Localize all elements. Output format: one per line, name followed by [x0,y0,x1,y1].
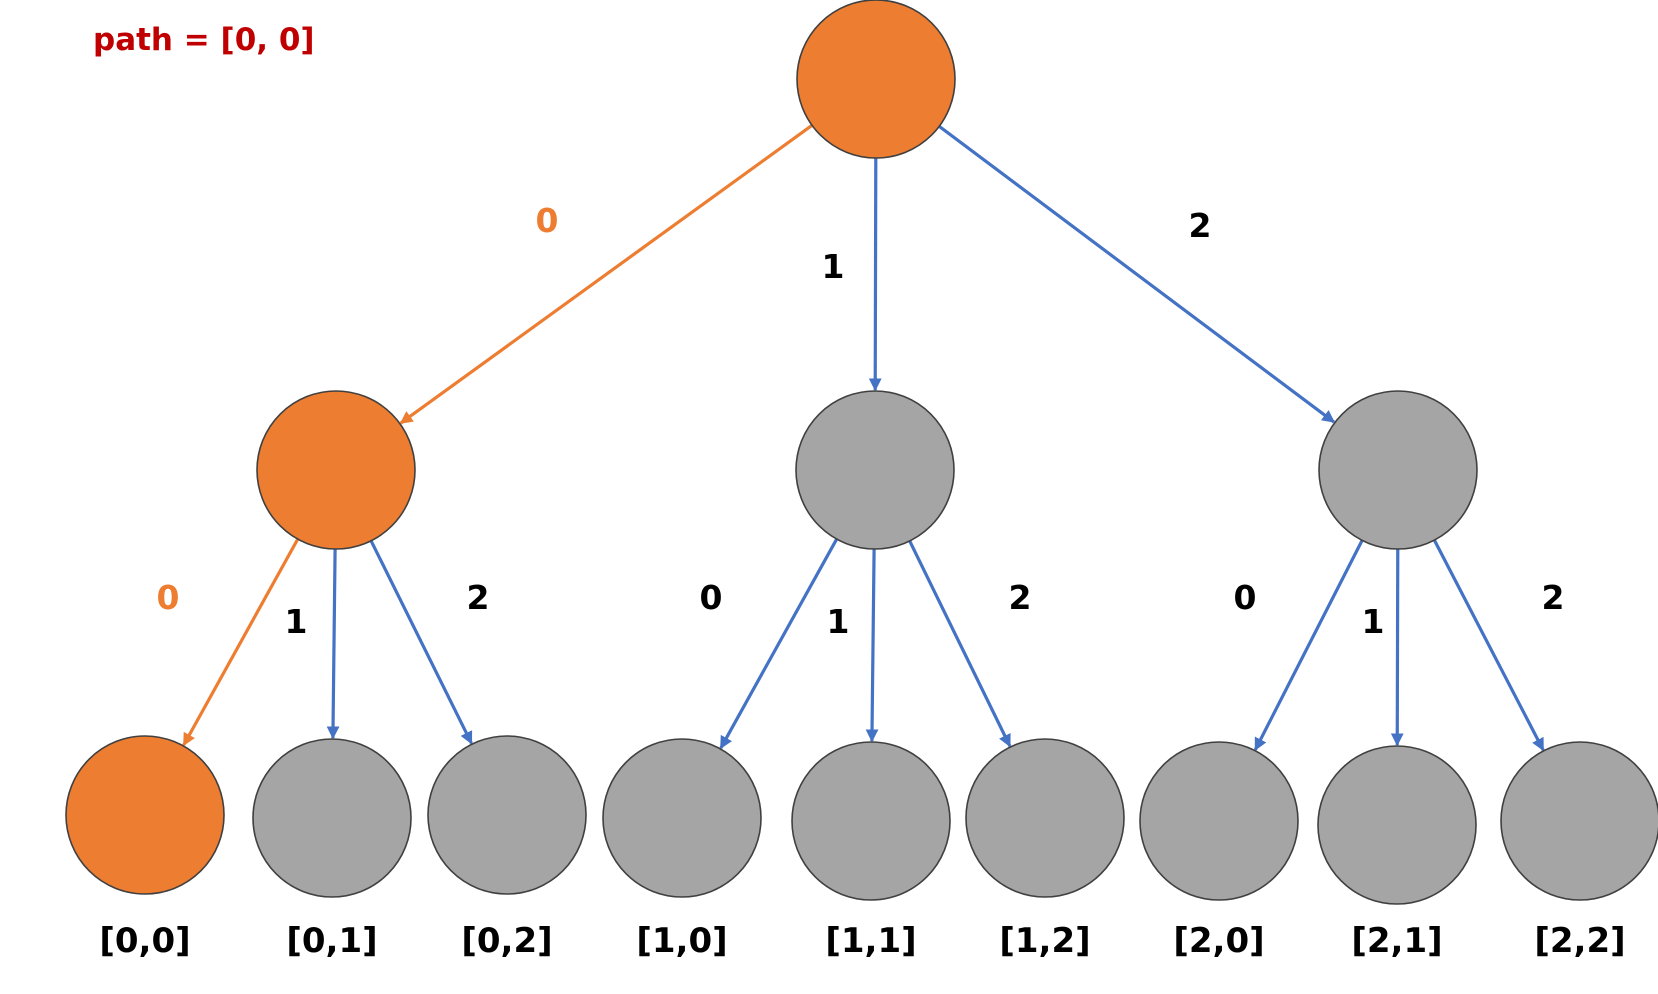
edge-label-root-2: 2 [1189,206,1212,245]
leaf-node-2-2 [1500,741,1658,901]
leaf-label-0-1: [0,1] [286,921,377,961]
edge-label-0-1: 1 [285,602,308,641]
path-label: path = [0, 0] [93,22,315,58]
leaf-node-1-1 [791,741,951,901]
edge-label-2-0: 0 [1234,578,1257,617]
leaf-node-0-2 [427,735,587,895]
edge-1-2 [908,540,1012,748]
leaf-label-1-2: [1,2] [999,921,1090,961]
edge-label-0-0: 0 [157,578,180,617]
leaf-label-2-2: [2,2] [1534,921,1625,961]
leaf-label-1-0: [1,0] [636,921,727,961]
edge-label-root-1: 1 [822,247,845,286]
root-node [796,0,956,159]
leaf-node-1-2 [965,738,1125,898]
labels-layer: 0 0 [0,0] 1 [0,1] 2 [0,2] 1 0 [1,0] 1 [1,1] 2 [1,2] 2 0… [99,201,1625,961]
nodes-layer [65,0,1658,905]
leaf-label-2-0: [2,0] [1173,921,1264,961]
edge-label-2-1: 1 [1362,602,1385,641]
leaf-label-1-1: [1,1] [825,921,916,961]
leaf-node-1-0 [602,738,762,898]
edge-label-0-2: 2 [467,578,490,617]
edge-root-2 [938,125,1335,424]
leaf-node-0-1 [252,738,412,898]
edge-0-2 [369,540,473,745]
leaf-node-2-0 [1139,741,1299,901]
edge-2-1 [1390,548,1404,747]
leaf-label-2-1: [2,1] [1351,921,1442,961]
edge-0-1 [326,548,340,740]
edge-label-1-0: 0 [700,578,723,617]
node-1 [795,390,955,550]
leaf-node-2-1 [1317,745,1477,905]
node-2 [1318,390,1478,550]
edge-2-0 [1253,539,1364,751]
edge-label-1-2: 2 [1009,578,1032,617]
node-0 [256,390,416,550]
edge-label-1-1: 1 [827,602,850,641]
leaf-label-0-2: [0,2] [461,921,552,961]
edge-label-2-2: 2 [1542,578,1565,617]
edge-root-1 [868,157,882,392]
edge-2-2 [1432,539,1545,752]
edge-root-0 [399,124,813,425]
leaf-node-0-0 [65,735,225,895]
edge-0-0 [182,538,300,747]
edge-label-root-0: 0 [536,201,559,240]
edge-1-1 [865,548,879,743]
leaf-label-0-0: [0,0] [99,921,190,961]
edges-layer [182,124,1545,752]
edge-1-0 [719,538,839,750]
